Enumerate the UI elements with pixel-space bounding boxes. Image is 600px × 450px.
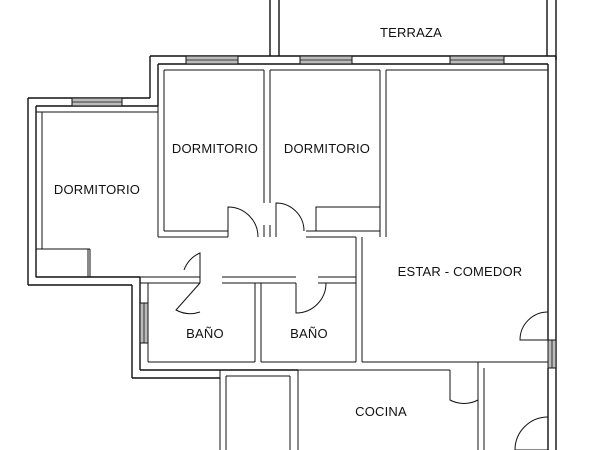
door-living — [519, 311, 549, 341]
room-label-bano-1: BAÑO — [186, 326, 224, 341]
door-bath-2 — [295, 282, 327, 314]
door-bedroom-1 — [183, 252, 201, 283]
room-label-dormitorio-2: DORMITORIO — [172, 141, 258, 156]
doors — [175, 202, 549, 450]
terrace-walls — [269, 0, 557, 60]
door-kitchen-2 — [514, 416, 549, 450]
exterior-walls — [27, 55, 557, 450]
room-label-cocina: COCINA — [355, 404, 407, 419]
room-label-terraza: TERRAZA — [380, 25, 442, 40]
door-bedroom-2 — [227, 206, 259, 238]
room-label-estar-comedor: ESTAR - COMEDOR — [398, 264, 523, 279]
door-bedroom-3 — [275, 202, 305, 237]
room-label-dormitorio-1: DORMITORIO — [54, 182, 140, 197]
interior-walls — [35, 64, 548, 450]
windows — [71, 55, 557, 369]
door-kitchen — [449, 370, 479, 404]
room-label-bano-2: BAÑO — [290, 326, 328, 341]
room-label-dormitorio-3: DORMITORIO — [284, 141, 370, 156]
door-bath-1 — [175, 282, 201, 315]
